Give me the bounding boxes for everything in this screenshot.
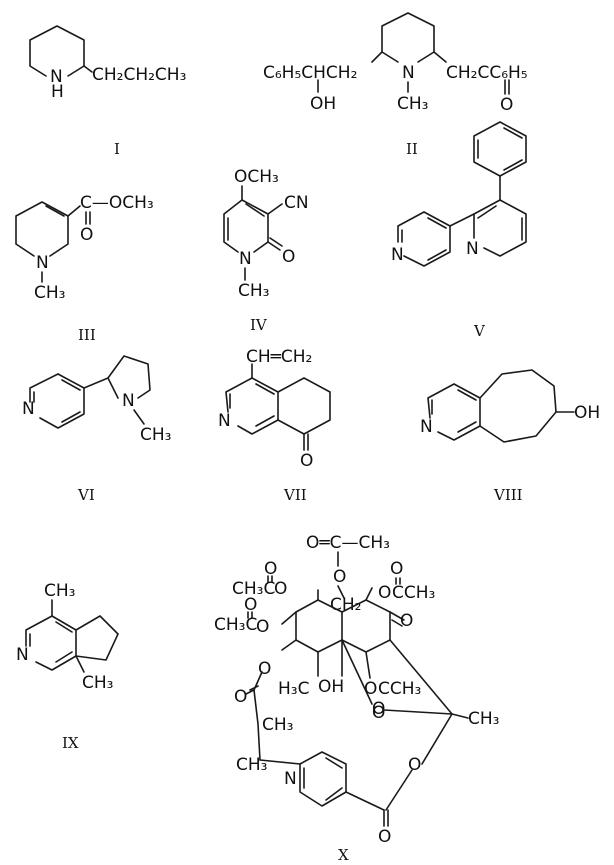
structure-VIII: N OH VIII	[420, 369, 600, 504]
atom-N: N	[284, 769, 297, 789]
n-methyl: CH₃	[34, 283, 65, 303]
atom-O: O	[378, 583, 391, 603]
hydroxyl: OH	[310, 94, 336, 114]
n-methyl: CH₃	[140, 425, 171, 445]
acetyl-bottom: CCH₃	[378, 679, 421, 699]
structure-VII: CH═CH₂ N O VII	[218, 347, 331, 504]
structure-V: N N V	[391, 121, 527, 340]
vinyl-group: CH═CH₂	[246, 347, 312, 367]
atom-O: O	[378, 827, 391, 847]
structure-III: C—OCH₃ O N CH₃ III	[15, 193, 154, 344]
label-X: X	[338, 846, 349, 864]
phenacyl-chain: CH₂CC₆H₅	[446, 63, 528, 83]
acetyl-top: O═C—CH₃	[306, 533, 390, 553]
atom-H: H	[51, 82, 64, 102]
ketone-oxygen: O	[400, 611, 413, 631]
n-methyl: CH₃	[397, 94, 428, 114]
atom-N: N	[122, 391, 135, 411]
methyl-b: CH₃	[236, 755, 267, 775]
methyl-top: CH₃	[44, 581, 75, 601]
atom-N: N	[402, 63, 415, 83]
atom-O: O	[364, 679, 377, 699]
ketone-oxygen: O	[300, 451, 313, 471]
acetyl-right: CCH₃	[392, 583, 435, 603]
atom-O: O	[234, 687, 247, 707]
atom-O: O	[333, 567, 346, 587]
phenyl-carbinol-chain: C₆H₅CHCH₂	[263, 63, 357, 83]
carbonyl-oxygen: O	[500, 95, 513, 115]
carbonyl-oxygen: O	[282, 247, 295, 267]
label-I: I	[114, 140, 120, 158]
methyl-c: H₃C	[278, 679, 309, 699]
structure-X: O═C—CH₃ O CH₃C O O O CCH₃ O CH₂ CH₃C O O…	[214, 533, 499, 864]
cyano: CN	[284, 193, 309, 213]
atom-O: O	[264, 559, 277, 579]
label-VII: VII	[283, 486, 307, 504]
atom-O: O	[244, 595, 257, 615]
label-IV: IV	[250, 316, 268, 334]
label-II: II	[406, 140, 418, 158]
methyl-ester: C—OCH₃	[80, 193, 154, 213]
acetyl-left-2: CH₃C	[214, 615, 257, 635]
propyl-group: CH₂CH₂CH₃	[92, 65, 186, 85]
label-VIII: VIII	[493, 486, 523, 504]
ester-oxygen: O	[80, 225, 93, 245]
label-V: V	[473, 322, 486, 340]
atom-N: N	[50, 67, 63, 87]
atom-O: O	[390, 559, 403, 579]
n-methyl: CH₃	[238, 281, 269, 301]
label-III: III	[78, 326, 96, 344]
atom-O: O	[274, 579, 287, 599]
methyl-a: CH₃	[262, 715, 293, 735]
atom-O: O	[372, 699, 385, 719]
structure-VI: N N CH₃ VI	[22, 355, 171, 504]
atom-O: O	[408, 755, 421, 775]
acetyl-left: CH₃C	[232, 579, 275, 599]
atom-N: N	[466, 239, 479, 259]
label-VI: VI	[77, 486, 95, 504]
methyl-right: CH₃	[468, 709, 499, 729]
structure-IV: OCH₃ CN O N CH₃ IV	[223, 167, 309, 334]
atom-N: N	[218, 411, 231, 431]
hydroxyl: OH	[574, 403, 600, 423]
atom-N: N	[22, 399, 35, 419]
hydroxyl: OH	[318, 677, 344, 697]
label-IX: IX	[62, 734, 79, 752]
methoxy: OCH₃	[234, 167, 279, 187]
structure-II: C₆H₅CHCH₂ OH N CH₃ CH₂CC₆H₅ O II	[263, 12, 528, 158]
atom-N: N	[16, 645, 29, 665]
atom-N: N	[36, 253, 49, 273]
structure-I: N H CH₂CH₂CH₃ I	[29, 25, 186, 158]
atom-O: O	[372, 703, 385, 723]
atom-N: N	[239, 249, 252, 269]
atom-N: N	[391, 245, 404, 265]
methyl-bottom: CH₃	[82, 673, 113, 693]
atom-O: O	[256, 617, 269, 637]
atom-N: N	[420, 417, 433, 437]
structure-IX: CH₃ N CH₃ IX	[16, 581, 119, 752]
